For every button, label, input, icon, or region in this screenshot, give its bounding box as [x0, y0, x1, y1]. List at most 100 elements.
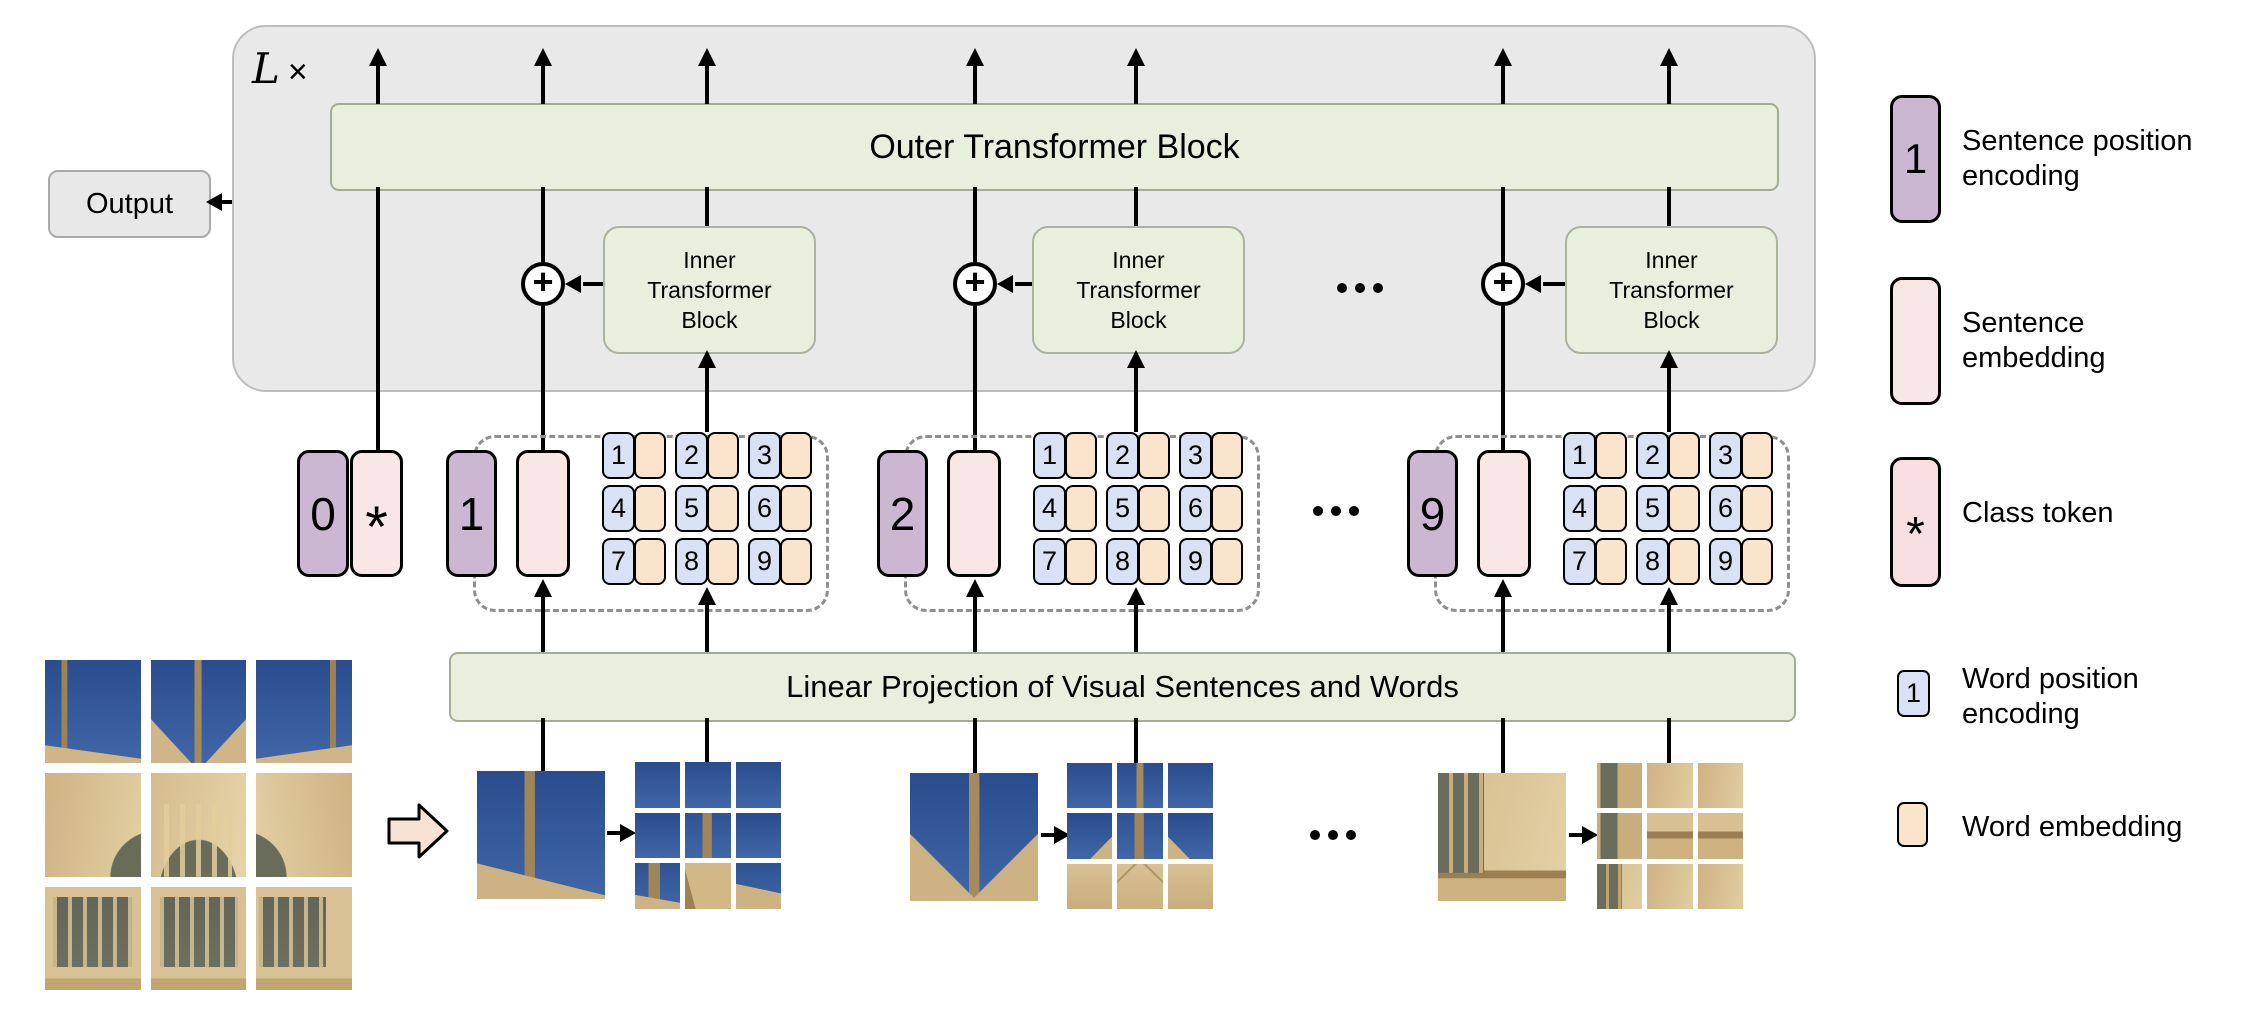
add-circle-3: + [1481, 261, 1525, 306]
word-token-pair: 9 [1709, 538, 1774, 585]
legend-class-token-label: Class token [1962, 497, 2114, 529]
word-position-box: 6 [748, 485, 781, 532]
word-embedding-box [1211, 485, 1243, 532]
word-token-pair: 8 [675, 538, 740, 585]
image-cell-wall [1647, 863, 1693, 909]
patch-split-arrow-line-1 [607, 831, 622, 835]
inner-transformer-block-3: Inner Transformer Block [1565, 226, 1778, 354]
sentence-position-box-0: 0 [297, 450, 349, 577]
sentence-embedding-box [1477, 450, 1531, 577]
word-token-pair: 8 [1636, 538, 1701, 585]
word-position-box: 9 [1179, 538, 1212, 585]
word-token-pair: 6 [748, 485, 813, 532]
image-cell-sky [735, 762, 781, 808]
word-position-box: 2 [1636, 432, 1669, 479]
word-token-pair: 1 [1033, 432, 1098, 479]
patch-split-arrow-line-9 [1569, 833, 1584, 837]
word-position-box: 3 [748, 432, 781, 479]
word-position-box: 5 [1636, 485, 1669, 532]
word-position-box: 3 [1709, 432, 1742, 479]
word-position-box: 1 [602, 432, 635, 479]
image-cell-wedge-br [1067, 813, 1113, 859]
class-token-box: * [350, 450, 403, 577]
visual-sentence-patch-1 [477, 771, 605, 899]
word-position-box: 8 [1636, 538, 1669, 585]
patch-split-arrow-line-2 [1041, 833, 1056, 837]
image-cell-sky [635, 812, 681, 859]
word-token-pair: 5 [675, 485, 740, 532]
word-embedding-box [1741, 538, 1773, 585]
word-token-pair: 6 [1709, 485, 1774, 532]
sentence-position-box: 1 [446, 450, 497, 577]
word-position-box: 8 [1106, 538, 1139, 585]
word-embedding-box [780, 485, 812, 532]
word-embedding-box [1065, 432, 1097, 479]
word-token-pair: 7 [602, 538, 667, 585]
outer-transformer-label: Outer Transformer Block [869, 127, 1240, 166]
visual-sentence-patch-2 [910, 773, 1038, 901]
word-token-pair: 4 [602, 485, 667, 532]
ellipsis-dots-top [1337, 283, 1383, 293]
split-arrow-icon [387, 803, 449, 859]
loop-count-label: L× [252, 44, 308, 93]
visual-words-grid-1 [635, 762, 781, 909]
word-embedding-box [1138, 432, 1170, 479]
word-position-box: 7 [602, 538, 635, 585]
linear-projection-block: Linear Projection of Visual Sentences an… [449, 652, 1796, 722]
sentence-position-box: 2 [877, 450, 928, 577]
ellipsis-dots-bottom [1310, 830, 1356, 840]
image-cell-spire-base [635, 863, 681, 909]
patch-split-arrow-head-1 [620, 824, 636, 842]
word-token-pair: 2 [675, 432, 740, 479]
word-position-box: 4 [1563, 485, 1596, 532]
word-embedding-box [1065, 538, 1097, 585]
sentence-embedding-box [516, 450, 570, 577]
image-cell-wall [1697, 763, 1743, 809]
inner-transformer-block-1: Inner Transformer Block [603, 226, 816, 354]
add-circle-1: + [521, 261, 565, 306]
output-arrow-line [220, 200, 232, 204]
image-cell-spire-top [1117, 763, 1163, 809]
image-cell-sky-spire-right [256, 660, 352, 764]
image-cell-sky [1167, 763, 1213, 809]
word-embedding-box [1741, 432, 1773, 479]
word-token-pair: 7 [1033, 538, 1098, 585]
image-cell-window-left [45, 886, 141, 990]
word-position-box: 4 [1033, 485, 1066, 532]
word-token-pair: 1 [1563, 432, 1628, 479]
patch-split-arrow-head-2 [1054, 826, 1070, 844]
image-cell-wall-apex [1117, 863, 1163, 909]
image-cell-spire-mid [685, 812, 731, 859]
image-cell-wall-edge [685, 863, 731, 909]
word-position-box: 9 [1709, 538, 1742, 585]
image-cell-sky [635, 762, 681, 808]
word-position-box: 1 [1563, 432, 1596, 479]
word-token-pair: 9 [748, 538, 813, 585]
word-embedding-box [707, 538, 739, 585]
word-embedding-box [707, 485, 739, 532]
image-cell-wall-arch-right [256, 773, 352, 877]
image-cell-window-center [150, 886, 247, 990]
word-token-pair: 2 [1636, 432, 1701, 479]
input-image-grid [45, 660, 352, 990]
word-position-box: 3 [1179, 432, 1212, 479]
image-cell-wall-arch-center [150, 773, 247, 877]
image-cell-sky [685, 762, 731, 808]
image-cell-wall-ledge [1647, 813, 1693, 859]
class-token-symbol: * [365, 495, 388, 560]
legend-word-embedding-box [1897, 802, 1928, 847]
word-position-box: 1 [1033, 432, 1066, 479]
word-position-box: 2 [1106, 432, 1139, 479]
word-token-pair: 3 [748, 432, 813, 479]
image-cell-window-dark [1597, 863, 1643, 909]
word-position-box: 5 [1106, 485, 1139, 532]
word-position-box: 7 [1033, 538, 1066, 585]
word-embedding-box [1668, 538, 1700, 585]
word-token-pair: 3 [1179, 432, 1244, 479]
word-token-pair: 8 [1106, 538, 1171, 585]
word-embedding-box [780, 432, 812, 479]
word-token-pair: 7 [1563, 538, 1628, 585]
